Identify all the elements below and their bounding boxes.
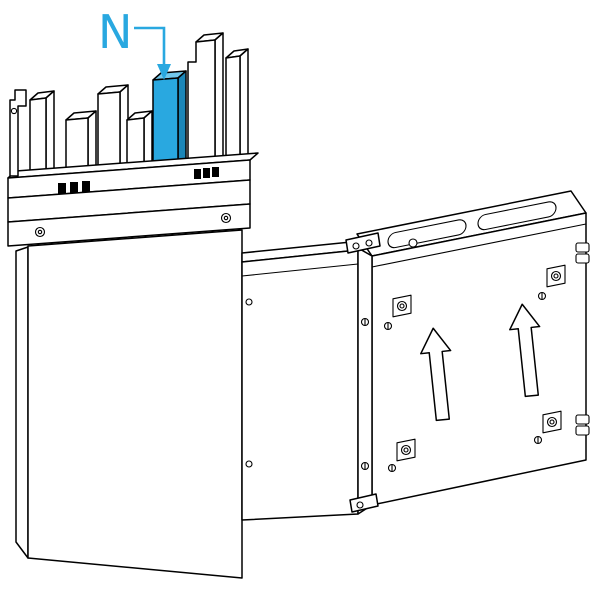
busbar-fin xyxy=(225,55,241,166)
flange-band-3 xyxy=(7,203,251,247)
bolt-icon xyxy=(223,215,229,221)
duct-fold-line xyxy=(241,263,359,277)
bolt-icon xyxy=(365,239,373,247)
bolt-icon xyxy=(403,447,409,453)
screw-icon xyxy=(245,298,253,306)
busbar-fin xyxy=(45,90,55,180)
vent-hole xyxy=(408,238,418,248)
neutral-busbar-front xyxy=(152,77,179,172)
busbar-column xyxy=(15,229,243,579)
neutral-busbar-side xyxy=(177,70,187,170)
bolt-icon xyxy=(553,273,559,279)
vent-slot xyxy=(212,167,219,177)
vent-slot xyxy=(70,182,78,193)
joint-flange xyxy=(7,152,259,247)
up-arrow-icon xyxy=(509,303,541,398)
bolt-icon xyxy=(356,501,364,509)
bracket-strip xyxy=(357,247,373,515)
hinge-tabs xyxy=(575,242,590,436)
bolt-icon xyxy=(352,242,360,250)
vent-slot xyxy=(203,168,210,178)
top-recess xyxy=(387,219,467,249)
hinge-tab xyxy=(575,253,590,264)
vent-slot xyxy=(82,181,90,192)
screw-icon xyxy=(245,460,253,468)
elbow-fold-line xyxy=(371,223,587,268)
vent-slot xyxy=(194,169,201,179)
busbar-fins xyxy=(29,32,249,182)
elbow-unit xyxy=(345,190,590,515)
column-front-face xyxy=(27,229,243,579)
bracket-clamp-bottom xyxy=(349,493,379,513)
hook-hole xyxy=(10,107,18,115)
horizontal-duct xyxy=(241,241,359,521)
busbar-fin xyxy=(214,32,224,167)
column-left-face xyxy=(15,246,29,559)
hinge-tab xyxy=(575,414,590,425)
elbow-front-face xyxy=(371,212,587,506)
bolt-icon xyxy=(399,303,405,309)
vent-slot xyxy=(58,183,66,194)
corner-bolts xyxy=(392,264,566,462)
busbar-fin xyxy=(97,91,121,176)
neutral-label: N xyxy=(98,5,132,59)
busbar-fin xyxy=(187,39,216,169)
neutral-callout: N xyxy=(98,5,171,80)
up-arrow-icon xyxy=(420,327,452,422)
duct-side-face xyxy=(241,249,359,521)
hook-bracket xyxy=(9,89,27,177)
top-recess xyxy=(477,201,557,231)
callout-arrowhead-icon xyxy=(157,64,171,80)
callout-line xyxy=(134,26,166,66)
mounting-hook xyxy=(9,89,27,177)
neutral-busbar-highlight xyxy=(152,70,187,172)
bolt-icon xyxy=(37,229,43,235)
hinge-tab xyxy=(575,425,590,436)
busbar-fin xyxy=(239,48,249,164)
bolt-icon xyxy=(549,419,555,425)
hinge-tab xyxy=(575,242,590,253)
face-screws xyxy=(383,291,547,473)
